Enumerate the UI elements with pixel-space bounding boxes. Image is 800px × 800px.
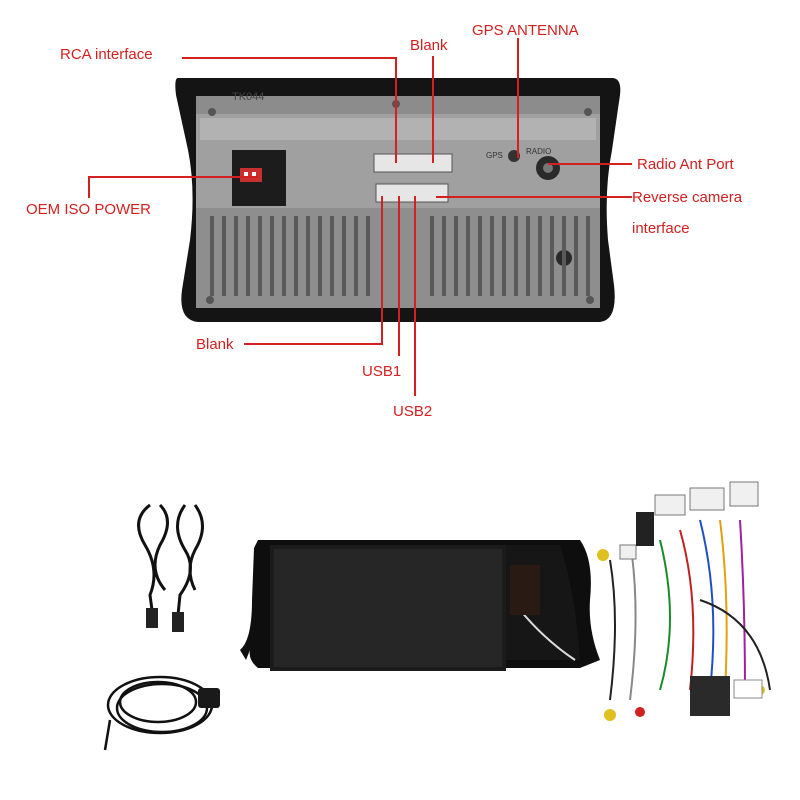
head-unit-front (240, 540, 600, 671)
callout-line-rca-v (395, 57, 397, 163)
gps-antenna-accessory (103, 675, 214, 751)
gps-antenna-label: GPS ANTENNA (472, 22, 579, 39)
callout-line-oem-h (88, 176, 258, 178)
model-code-marking: TK044 (232, 91, 265, 103)
callout-line-usb2 (414, 196, 416, 396)
radio-ant-port-label: Radio Ant Port (637, 156, 734, 173)
gps-marking: GPS (486, 151, 503, 160)
callout-line-oem-v (88, 176, 90, 198)
radio-marking: RADIO (526, 147, 552, 156)
usb1-label: USB1 (362, 363, 402, 380)
callout-line-blank-bottom-v (381, 196, 383, 344)
callout-line-radio (548, 163, 632, 165)
wiring-harness (609, 519, 771, 701)
callout-line-rca-h (182, 57, 396, 59)
rca-interface-label: RCA interface (60, 46, 153, 63)
callout-line-usb1 (398, 196, 400, 356)
reverse-camera-label-line2: interface (632, 220, 690, 237)
package-contents-photo (103, 481, 771, 751)
usb2-label: USB2 (393, 403, 433, 420)
blank-top-label: Blank (410, 37, 448, 54)
callout-line-blank-top (432, 56, 434, 163)
callout-line-gps (517, 38, 519, 158)
blank-bottom-label: Blank (196, 336, 234, 353)
usb-cables (137, 503, 204, 616)
reverse-camera-label-line1: Reverse camera (632, 189, 743, 206)
callout-line-reverse (436, 196, 632, 198)
callout-line-blank-bottom-h (244, 343, 383, 345)
oem-iso-power-label: OEM ISO POWER (26, 201, 152, 218)
